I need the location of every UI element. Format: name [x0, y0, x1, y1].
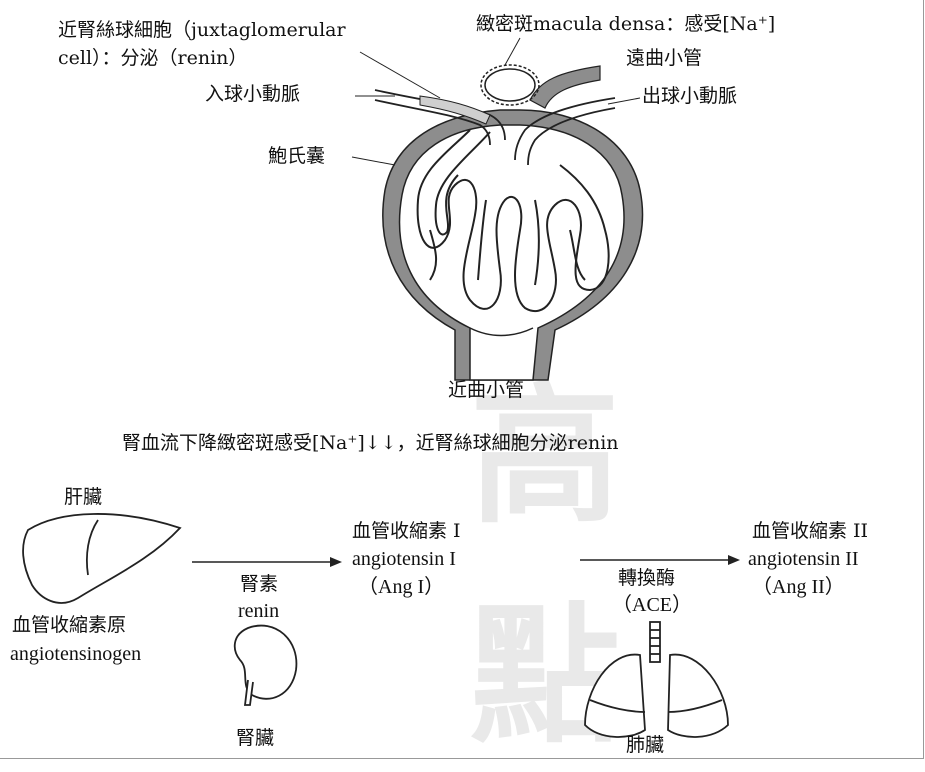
label-ace-en: （ACE） [612, 594, 692, 617]
liver-shape [23, 514, 180, 603]
lungs-shape [585, 622, 728, 737]
label-bowman-capsule: 鮑氏囊 [268, 146, 325, 168]
label-renin-en: renin [238, 600, 279, 623]
label-ang2-cn: 血管收縮素 II [752, 521, 868, 543]
label-efferent-arteriole: 出球小動脈 [642, 86, 737, 108]
label-angiotensinogen-cn: 血管收縮素原 [12, 615, 126, 637]
label-ang2-abbr: （Ang II） [752, 576, 845, 599]
arrow-angiotensinogen-to-ang1 [192, 557, 342, 567]
label-liver: 肝臟 [64, 487, 102, 509]
label-afferent-arteriole: 入球小動脈 [205, 84, 300, 106]
label-ang2-en: angiotensin II [748, 548, 859, 571]
figure-caption: 腎血流下降緻密斑感受[Na⁺]↓↓，近腎絲球細胞分泌renin [122, 433, 619, 455]
label-distal-tubule: 遠曲小管 [626, 48, 702, 70]
kidney-shape [235, 626, 297, 705]
label-kidney: 腎臟 [236, 728, 274, 750]
arrow-ang1-to-ang2 [580, 555, 740, 565]
label-jg-cell-line1: 近腎絲球細胞（juxtaglomerular [58, 20, 346, 42]
distal-tubule-shape [481, 65, 600, 108]
label-ang1-en: angiotensin I [352, 548, 456, 571]
label-lung: 肺臟 [626, 735, 664, 757]
label-angiotensinogen-en: angiotensinogen [10, 643, 141, 666]
label-ang1-abbr: （Ang I） [358, 576, 444, 599]
bowman-capsule-shape [383, 110, 643, 380]
label-renin-cn: 腎素 [240, 574, 278, 596]
label-jg-cell-line2: cell）：分泌（renin） [58, 48, 247, 70]
label-ang1-cn: 血管收縮素 I [352, 521, 461, 543]
label-proximal-tubule: 近曲小管 [448, 380, 524, 402]
label-macula-densa: 緻密斑macula densa：感受[Na⁺] [476, 14, 775, 36]
label-ace-cn: 轉換酶 [618, 568, 675, 590]
